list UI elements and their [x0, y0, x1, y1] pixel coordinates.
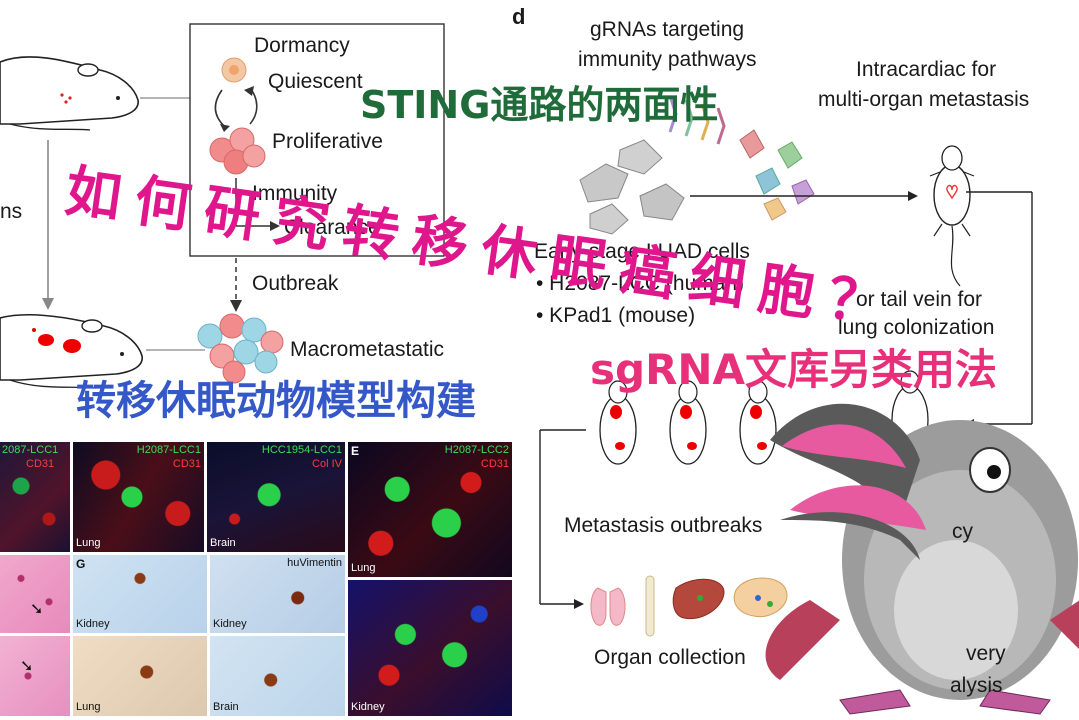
- panel-g-bottom-right: Brain: [210, 636, 345, 716]
- panel-g-top-left-tissue: Kidney: [76, 618, 110, 630]
- arrow-marker-icon: ➘: [20, 658, 34, 675]
- panel-g-letter: G: [76, 557, 86, 571]
- micrograph-top-1-marker: 2087-LCC1: [2, 444, 59, 456]
- tail-vein-line1: or tail vein for: [856, 288, 983, 311]
- cy-fragment-label: cy: [952, 520, 973, 543]
- organ-collection-label: Organ collection: [594, 646, 746, 669]
- micrograph-top-2: H2087-LCC1 CD31 Lung: [73, 442, 204, 552]
- immunity-label: Immunity: [252, 182, 338, 205]
- right-diagram-graphics: [539, 95, 1079, 715]
- mouse-bottom-icon: [0, 313, 143, 389]
- micrograph-top-2-marker: H2087-LCC1: [136, 444, 201, 456]
- kidney-tissue-label: Kidney: [351, 701, 385, 713]
- overlay-sgrna-title: sgRNA文库另类用法: [590, 345, 998, 394]
- proliferative-cells-icon: [209, 127, 266, 175]
- quiescent-cell-icon: [221, 57, 247, 83]
- cell-line-human: • H2087-LCC (human): [536, 272, 745, 295]
- panel-g-bottom-left-tissue: Lung: [76, 701, 101, 713]
- early-stage-label: Early-stage LUAD cells: [534, 240, 750, 263]
- he-stain-top: ➘: [0, 555, 70, 633]
- intracardiac-line1: Intracardiac for: [856, 58, 997, 81]
- very-fragment-label: very: [966, 642, 1006, 665]
- micrograph-top-2-tissue: Lung: [76, 537, 101, 549]
- panel-e-tissue: Lung: [351, 562, 376, 574]
- outbreak-label: Outbreak: [252, 272, 339, 295]
- luad-cells-icon: [579, 129, 815, 235]
- panel-g-marker: huVimentin: [287, 557, 342, 569]
- micrograph-kidney: Kidney: [348, 580, 512, 716]
- panel-e-stain: CD31: [480, 458, 509, 470]
- cell-line-mouse: • KPad1 (mouse): [536, 304, 696, 327]
- panel-g-top-right: huVimentin Kidney: [210, 555, 345, 633]
- quiescent-label: Quiescent: [268, 70, 363, 93]
- micrograph-top-1: 2087-LCC1 CD31: [0, 442, 70, 552]
- arrow-marker-icon: ➘: [30, 601, 44, 618]
- panel-g-bottom-right-tissue: Brain: [213, 701, 239, 713]
- mouse-vertical-icon: [929, 145, 975, 287]
- bird-cartoon-icon: [765, 403, 1079, 715]
- overlay-model-title: 转移休眠动物模型构建: [76, 378, 476, 424]
- tail-vein-line2: lung colonization: [838, 316, 995, 339]
- panel-g-top-left: G Kidney: [73, 555, 207, 633]
- micrograph-panel-e: E H2087-LCC2 CD31 Lung: [348, 442, 512, 577]
- panel-g-bottom-left: Lung: [73, 636, 207, 716]
- dna-strands-icon: [668, 95, 726, 145]
- organ-icons: [590, 575, 788, 637]
- panel-g-top-right-tissue: Kidney: [213, 618, 247, 630]
- grnas-line2: immunity pathways: [578, 48, 757, 71]
- panel-e-letter: E: [351, 444, 360, 458]
- grnas-line1: gRNAs targeting: [590, 18, 745, 41]
- micrograph-top-1-stain: CD31: [26, 458, 55, 470]
- mouse-top-icon: [0, 56, 139, 131]
- dormancy-label: Dormancy: [254, 34, 350, 57]
- edge-label-ns: ns: [0, 200, 23, 223]
- proliferative-label: Proliferative: [272, 130, 383, 153]
- metastasis-outbreaks-label: Metastasis outbreaks: [564, 514, 763, 537]
- intracardiac-line2: multi-organ metastasis: [818, 88, 1030, 111]
- macrometastatic-label: Macrometastatic: [290, 338, 445, 361]
- panel-e-marker: H2087-LCC2: [444, 444, 509, 456]
- left-diagram-graphics: [0, 23, 445, 389]
- micrograph-top-2-stain: CD31: [172, 458, 201, 470]
- macrometastatic-cells-icon: [197, 313, 284, 384]
- micrograph-top-3-stain: Col IV: [312, 458, 342, 470]
- micrograph-top-3: HCC1954-LCC1 Col IV Brain: [207, 442, 345, 552]
- panel-d-letter: d: [512, 4, 526, 29]
- micrograph-top-3-marker: HCC1954-LCC1: [261, 444, 342, 456]
- alysis-fragment-label: alysis: [950, 674, 1003, 697]
- he-stain-bottom: ➘: [0, 636, 70, 716]
- overlay-sting-title: STING通路的两面性: [360, 83, 719, 127]
- micrograph-top-3-tissue: Brain: [210, 537, 236, 549]
- clearance-label: Clearance: [284, 216, 380, 239]
